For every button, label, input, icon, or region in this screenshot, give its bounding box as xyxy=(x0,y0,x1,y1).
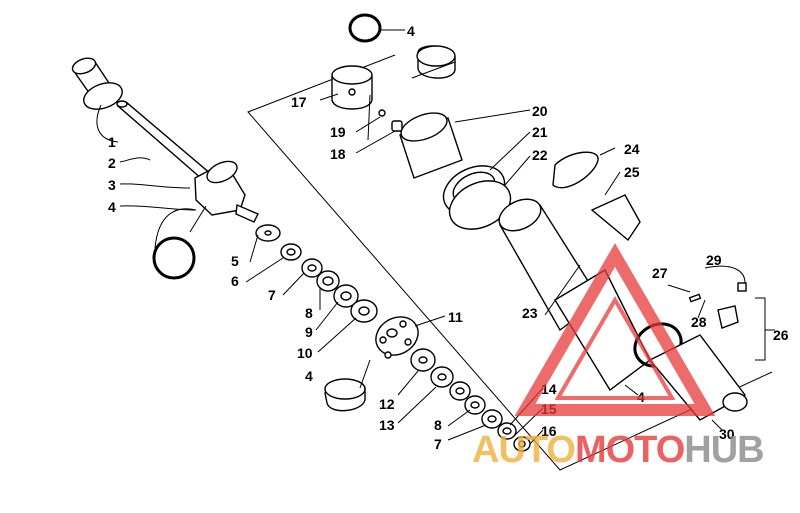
part-24-ring xyxy=(552,151,599,189)
assembly-frame xyxy=(247,54,773,471)
washer-stack-upper xyxy=(255,224,378,323)
label-9: 9 xyxy=(305,324,313,340)
label-30: 30 xyxy=(719,426,735,442)
part-18-valve xyxy=(391,120,403,132)
label-10: 10 xyxy=(297,345,313,361)
label-25: 25 xyxy=(624,164,640,180)
label-4-lower: 4 xyxy=(305,368,313,384)
part-21-22-nut-set xyxy=(442,165,512,230)
label-3: 3 xyxy=(108,177,116,193)
label-28: 28 xyxy=(691,314,707,330)
part-4-band-top xyxy=(416,45,456,79)
label-4-top: 4 xyxy=(407,23,415,39)
part-3-body xyxy=(194,160,259,223)
part-2-shaft xyxy=(116,100,220,187)
label-1: 1 xyxy=(108,134,116,150)
label-8-upper: 8 xyxy=(305,305,313,321)
part-17-cap xyxy=(331,65,373,110)
label-13: 13 xyxy=(379,417,395,433)
watermark-hub: HUB xyxy=(684,429,763,471)
label-4-left: 4 xyxy=(108,199,116,215)
part-1-bushing xyxy=(71,57,123,110)
label-12: 12 xyxy=(379,396,395,412)
label-7-lower: 7 xyxy=(434,436,442,452)
label-17: 17 xyxy=(291,94,307,110)
label-2: 2 xyxy=(108,155,116,171)
label-19: 19 xyxy=(330,124,346,140)
label-21: 21 xyxy=(532,124,548,140)
label-16: 16 xyxy=(541,423,557,439)
watermark-triangle-outer xyxy=(514,243,716,416)
watermark-triangle-inner xyxy=(554,296,676,400)
washer-stack-lower xyxy=(410,348,531,452)
part-4-o-ring-top xyxy=(348,13,382,43)
part-4-band-lower xyxy=(324,378,366,412)
parts-27-28-29-fittings xyxy=(688,282,747,329)
label-23: 23 xyxy=(522,305,538,321)
leader-lines xyxy=(96,29,775,445)
label-6: 6 xyxy=(231,273,239,289)
label-11: 11 xyxy=(448,309,463,325)
part-19-o-ring-small xyxy=(378,109,386,117)
watermark-text: AUTOMOTOHUB xyxy=(472,429,764,471)
watermark-moto: MOTO xyxy=(575,429,684,471)
label-27: 27 xyxy=(652,265,668,281)
label-24: 24 xyxy=(624,141,640,157)
label-5: 5 xyxy=(231,253,239,269)
label-20: 20 xyxy=(532,103,548,119)
part-20-sleeve xyxy=(399,112,463,179)
watermark-auto: AUTO xyxy=(472,429,575,471)
label-29: 29 xyxy=(706,252,722,268)
label-22: 22 xyxy=(532,147,548,163)
label-7-upper: 7 xyxy=(268,287,276,303)
part-11-piston xyxy=(375,316,419,359)
part-25-guard xyxy=(590,194,641,242)
label-8-lower: 8 xyxy=(434,417,442,433)
part-4-o-ring-left xyxy=(152,236,196,280)
label-18: 18 xyxy=(330,146,346,162)
watermark-logo xyxy=(514,243,716,416)
part-labels: 1 2 3 4 4 4 4 5 6 7 7 8 8 9 10 11 12 13 … xyxy=(108,23,789,452)
label-26: 26 xyxy=(773,327,789,343)
